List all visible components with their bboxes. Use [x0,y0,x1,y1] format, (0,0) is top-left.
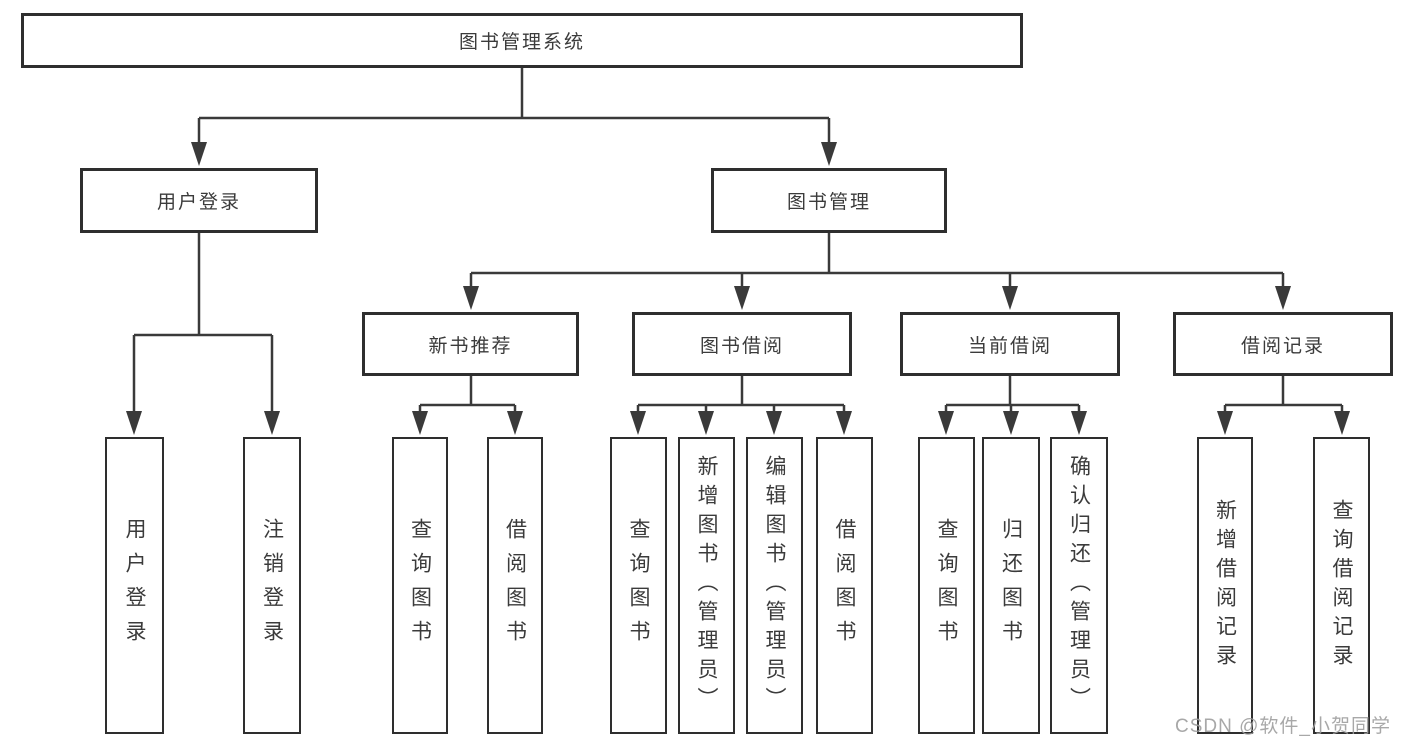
leaf-return-books: 归还图书 [982,437,1040,734]
leaf-add-borrow-record: 新增借阅记录 [1197,437,1253,734]
leaf-borrow-books: 借阅图书 [816,437,873,734]
node-new-book-recommendation: 新书推荐 [362,312,579,376]
node-system: 图书管理系统 [21,13,1023,68]
leaf-search-books-recommend: 查询图书 [392,437,448,734]
leaf-logout: 注销登录 [243,437,301,734]
node-book-management-label: 图书管理 [786,192,871,213]
watermark: CSDN @软件_小贺同学 [1175,716,1391,737]
node-user-login: 用户登录 [80,168,318,233]
leaf-borrow-books-recommend: 借阅图书 [487,437,543,734]
node-current-borrowing: 当前借阅 [900,312,1120,376]
leaf-add-books-admin: 新增图书（管理员） [678,437,735,734]
node-user-login-label: 用户登录 [156,192,241,213]
leaf-search-borrow-record: 查询借阅记录 [1313,437,1370,734]
node-book-management: 图书管理 [711,168,947,233]
leaf-edit-books-admin: 编辑图书（管理员） [746,437,803,734]
node-borrowing-records: 借阅记录 [1173,312,1393,376]
leaf-search-books-current: 查询图书 [918,437,975,734]
node-book-borrowing: 图书借阅 [632,312,852,376]
leaf-search-books-borrowing: 查询图书 [610,437,667,734]
leaf-user-login: 用户登录 [105,437,164,734]
node-system-label: 图书管理系统 [458,32,585,53]
leaf-confirm-return-admin: 确认归还（管理员） [1050,437,1108,734]
